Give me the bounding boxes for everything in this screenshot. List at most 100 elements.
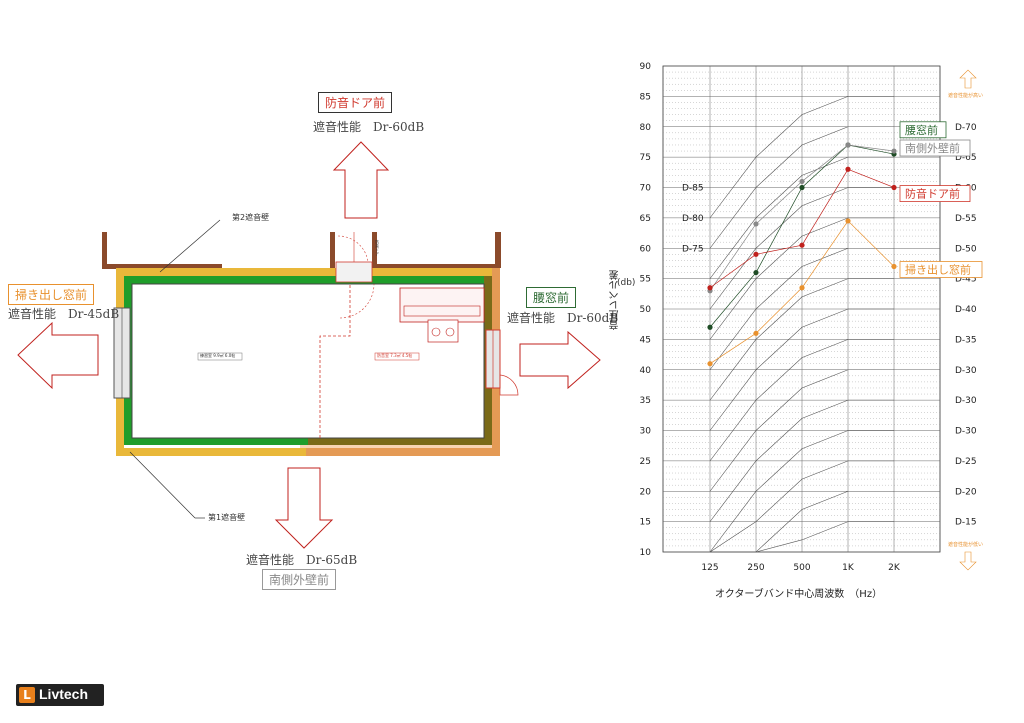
legend-label: 腰窓前 [905, 123, 938, 137]
series-point [753, 330, 759, 336]
right-tick-label: D-15 [955, 518, 977, 528]
d-curve-line [709, 308, 894, 431]
right-tick-label: D-35 [955, 335, 977, 345]
arrow-down-icon [274, 467, 334, 549]
y-axis-unit: (db) [617, 278, 636, 288]
d-curve-line [709, 156, 894, 279]
series-point [707, 361, 713, 367]
down-arrow-icon [959, 551, 977, 571]
right-tick-label: D-30 [955, 427, 977, 437]
legend-label: 掃き出し窓前 [905, 263, 971, 277]
series-point [845, 142, 851, 148]
series-point [891, 263, 897, 270]
bottom-location-label: 南側外壁前 [262, 569, 337, 590]
right-tick-label: D-45 [955, 275, 977, 285]
series-point [845, 166, 851, 172]
series-point [753, 251, 759, 257]
livtech-logo: L Livtech [16, 684, 104, 706]
arrow-up-icon [332, 141, 390, 219]
series-point [753, 269, 759, 276]
chart-series [707, 142, 897, 367]
series-point [707, 285, 713, 291]
d-curve-line [709, 399, 894, 522]
d-curve-line [709, 278, 894, 401]
d-curve-line [709, 339, 894, 462]
inner-tick-label: D-75 [682, 244, 704, 254]
right-tick-label: D-25 [955, 457, 977, 467]
x-tick-label: 1K [842, 563, 855, 573]
left-location-name: 掃き出し窓前 [15, 288, 88, 302]
wall2-label: 第2遮音壁 [232, 213, 270, 222]
series-point [799, 285, 805, 291]
right-tick-label: D-30 [955, 396, 977, 406]
chart-grid [662, 65, 941, 553]
y-tick-label: 80 [640, 123, 652, 133]
left-location-label: 掃き出し窓前 [8, 284, 95, 305]
bottom-note: 遮音性能が低い [948, 541, 983, 548]
room-label-right: 防音室 7.3㎡ 4.5帖 [377, 353, 413, 358]
y-tick-label: 45 [640, 335, 651, 345]
y-tick-label: 30 [640, 427, 652, 437]
series-point [845, 218, 851, 224]
x-tick-label: 250 [747, 563, 764, 573]
y-tick-label: 55 [640, 275, 651, 285]
legend-label: 南側外壁前 [905, 141, 960, 155]
d-curve-line [709, 369, 894, 492]
y-tick-label: 85 [640, 92, 651, 102]
y-tick-label: 25 [640, 457, 651, 467]
bottom-location-name: 南側外壁前 [269, 573, 330, 587]
y-tick-label: 90 [640, 62, 652, 72]
y-tick-label: 65 [640, 214, 651, 224]
series-point [891, 184, 897, 191]
d-curve-line [709, 217, 894, 340]
room-label-left: 練習室 9.9㎡ 6.0帖 [200, 353, 236, 358]
top-note: 遮音性能が高い [948, 92, 983, 99]
right-tick-label: D-20 [955, 487, 977, 497]
d-curve-line [709, 430, 894, 553]
right-tick-label: D-30 [955, 366, 977, 376]
top-location-label: 防音ドア前 [318, 92, 393, 113]
top-location-name: 防音ドア前 [325, 96, 386, 110]
bottom-perf: 遮音性能 Dr-65dB [246, 553, 358, 567]
top-perf: 遮音性能 Dr-60dB [313, 120, 425, 134]
y-tick-label: 75 [640, 153, 651, 163]
floor-plan [17, 141, 601, 549]
wall1-leader [129, 451, 196, 519]
wall2-leader [159, 219, 221, 273]
legend-box [899, 185, 971, 202]
right-tick-label: D-40 [955, 305, 977, 315]
right-tick-label: D-50 [955, 244, 977, 254]
inner-tick-label: D-80 [682, 214, 704, 224]
y-tick-label: 10 [640, 548, 652, 558]
structure-walls [102, 232, 501, 269]
logo-text: Livtech [39, 686, 89, 702]
series-point [891, 148, 897, 154]
left-perf: 遮音性能 Dr-45dB [8, 307, 120, 321]
series-point [799, 184, 805, 191]
right-perf: 遮音性能 Dr-60dB [507, 311, 619, 325]
right-tick-label: D-70 [955, 123, 977, 133]
d-curve-line [709, 187, 894, 310]
series-point [799, 178, 805, 185]
d-curve-line [710, 490, 894, 553]
series-point [753, 221, 759, 227]
d-curve-line [709, 96, 894, 219]
right-tick-label: D-65 [955, 153, 977, 163]
legend-box [899, 121, 947, 139]
d-curve-line [709, 460, 894, 553]
y-tick-label: 35 [640, 396, 651, 406]
y-tick-label: 70 [640, 184, 652, 194]
right-location-label: 腰窓前 [526, 287, 577, 308]
practice-room [131, 283, 485, 439]
series-point [707, 324, 713, 330]
up-arrow-icon [959, 69, 977, 89]
door-note: 防音ドア [375, 240, 380, 256]
x-tick-label: 125 [701, 563, 718, 573]
legend-box [899, 139, 971, 157]
d-curve-line [709, 247, 894, 370]
wall1-label: 第1遮音壁 [208, 513, 246, 522]
x-axis-label: オクターブバンド中心周波数 （Hz） [715, 589, 883, 600]
y-tick-label: 15 [640, 518, 651, 528]
